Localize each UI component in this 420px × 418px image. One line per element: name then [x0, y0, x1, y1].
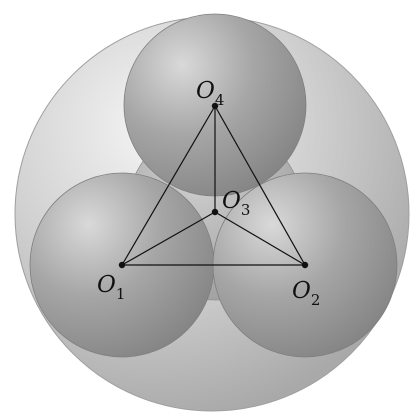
tetrahedron-edges	[121, 105, 306, 266]
label-o4: O4	[196, 78, 224, 109]
vertex-o3	[211, 208, 219, 216]
label-o1: O1	[97, 272, 125, 303]
label-o3: O3	[222, 188, 250, 219]
vertex-o1	[118, 261, 126, 269]
edge-o1-o3	[121, 211, 216, 266]
edge-o1-o4	[121, 105, 216, 266]
label-o2: O2	[292, 278, 320, 309]
edge-o2-o4	[214, 105, 306, 266]
vertex-o2	[301, 261, 309, 269]
vertices	[118, 102, 309, 269]
vertex-o4	[211, 102, 219, 110]
edge-o2-o3	[214, 211, 306, 266]
